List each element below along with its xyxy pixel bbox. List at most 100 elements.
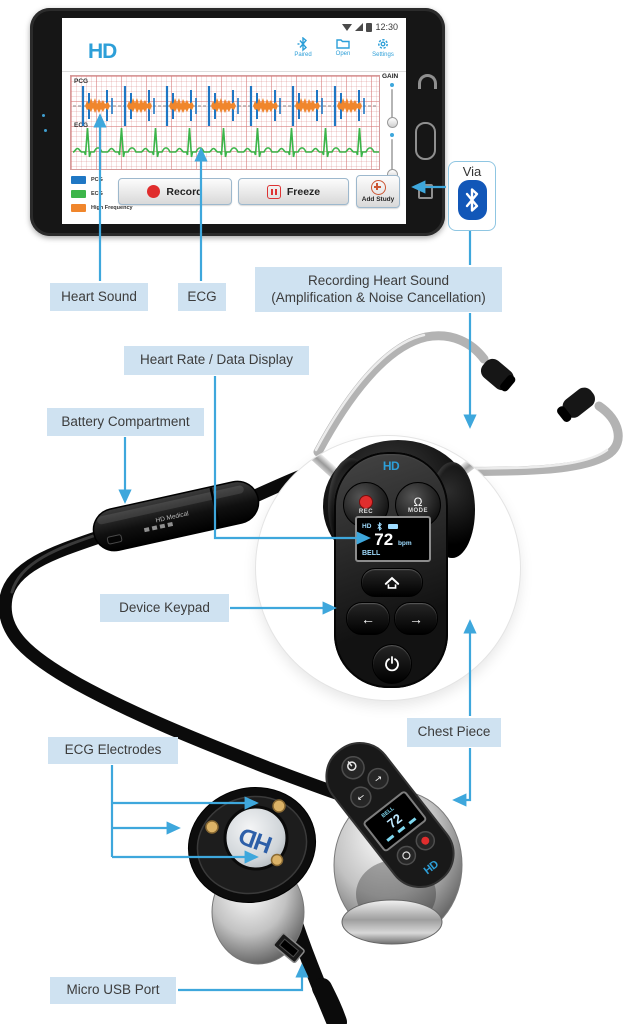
legend-item: High Frequency bbox=[71, 201, 133, 215]
app-toolbar: Paired Open Settings bbox=[286, 37, 400, 58]
high-frequency-swatch bbox=[71, 204, 86, 212]
right-arrow-key bbox=[367, 767, 389, 790]
power-key bbox=[372, 644, 412, 684]
callout-text: ECG Electrodes bbox=[64, 742, 162, 758]
home-key bbox=[361, 568, 423, 597]
divider bbox=[62, 71, 406, 72]
callout-ecg-electrodes: ECG Electrodes bbox=[48, 737, 178, 764]
side-display bbox=[363, 791, 427, 852]
add-study-label: Add Study bbox=[361, 196, 395, 203]
wifi-icon bbox=[342, 23, 353, 31]
bluetooth-icon bbox=[457, 180, 487, 220]
mode-button-label: MODE bbox=[408, 507, 428, 514]
battery-icon bbox=[366, 22, 373, 32]
settings-button[interactable]: Settings bbox=[366, 37, 400, 58]
recent-apps-icon bbox=[418, 184, 433, 199]
rec-dot-icon bbox=[359, 495, 373, 509]
legend-label: High Frequency bbox=[91, 205, 133, 211]
gain-plus-dot bbox=[390, 133, 394, 137]
home-button[interactable] bbox=[415, 122, 436, 160]
app-hd-logo: HD bbox=[88, 40, 117, 63]
gain-control: GAIN bbox=[382, 73, 404, 180]
callout-recording: Recording Heart Sound (Amplification & N… bbox=[255, 267, 502, 312]
home-icon bbox=[384, 576, 400, 589]
folder-open-icon bbox=[335, 39, 350, 49]
gain-slider-ecg[interactable] bbox=[387, 139, 398, 180]
callout-text: Heart Sound bbox=[61, 288, 137, 304]
callout-heart-sound: Heart Sound bbox=[50, 283, 148, 311]
keypad-hd-logo: HD bbox=[382, 459, 400, 473]
gain-slider-pcg[interactable] bbox=[387, 89, 398, 128]
battery-compartment: HD Medical bbox=[92, 480, 260, 552]
headphone-icon bbox=[418, 74, 437, 89]
legend-label: ECG bbox=[91, 191, 103, 197]
tube-highlight bbox=[10, 532, 101, 594]
settings-label: Settings bbox=[372, 52, 394, 58]
right-arrow-icon: → bbox=[409, 610, 423, 627]
right-arrow-key: → bbox=[394, 602, 438, 635]
gain-label: GAIN bbox=[382, 73, 399, 80]
slider-thumb[interactable] bbox=[387, 117, 398, 128]
via-bluetooth-box: Via bbox=[448, 161, 496, 231]
device-cable-end bbox=[312, 978, 347, 1024]
ear-tube-left bbox=[313, 331, 489, 457]
signal-icon bbox=[355, 23, 364, 31]
callout-text: Micro USB Port bbox=[66, 982, 160, 998]
record-label: Record bbox=[166, 185, 203, 198]
callout-battery: Battery Compartment bbox=[47, 408, 204, 436]
callout-micro-usb: Micro USB Port bbox=[50, 977, 176, 1004]
ecg-electrode-dot bbox=[270, 853, 284, 867]
earpiece-left bbox=[480, 358, 516, 392]
callout-text: (Amplification & Noise Cancellation) bbox=[271, 289, 486, 305]
left-arrow-key: ← bbox=[346, 602, 390, 635]
callout-text: Chest Piece bbox=[417, 724, 491, 740]
freeze-button[interactable]: Freeze bbox=[238, 178, 349, 205]
chest-piece-side-view: ← → BELL 72 HD bbox=[325, 741, 463, 945]
callout-text: ECG bbox=[187, 288, 217, 304]
pause-icon bbox=[266, 184, 281, 199]
open-label: Open bbox=[335, 51, 351, 57]
legend-label: PCG bbox=[91, 177, 103, 183]
pcg-label: PCG bbox=[74, 78, 89, 85]
callout-text: Heart Rate / Data Display bbox=[139, 352, 294, 368]
bpm-unit: bpm bbox=[397, 540, 412, 547]
battery-icon bbox=[388, 524, 399, 529]
oled-display: HD 72 bpm BELL bbox=[355, 516, 431, 562]
ecg-label: ECG bbox=[74, 122, 89, 129]
display-mode: BELL bbox=[362, 550, 381, 557]
record-button[interactable]: Record bbox=[118, 178, 232, 205]
chart-legend: PCG ECG High Frequency bbox=[71, 173, 133, 215]
tablet-screen: 12:30 HD Paired Open bbox=[62, 18, 406, 224]
add-study-button[interactable]: Add Study bbox=[356, 175, 400, 208]
open-button[interactable]: Open bbox=[326, 37, 360, 58]
callout-text: Device Keypad bbox=[119, 599, 210, 615]
callout-text: Battery Compartment bbox=[61, 413, 190, 429]
ecg-electrode-dot bbox=[205, 820, 219, 834]
callout-text: Recording Heart Sound bbox=[307, 272, 450, 288]
camera-dot bbox=[42, 114, 45, 117]
omega-icon: Ω bbox=[413, 494, 423, 509]
micro-usb-port bbox=[273, 932, 305, 964]
status-bar: 12:30 bbox=[342, 21, 398, 33]
display-hd-logo: HD bbox=[362, 523, 372, 530]
paired-button[interactable]: Paired bbox=[286, 37, 320, 58]
battery-latch bbox=[106, 534, 123, 545]
magnifier-lens: HD REC Ω MODE HD 72 bpm BELL bbox=[256, 436, 520, 700]
rec-dot bbox=[421, 836, 430, 845]
paired-label: Paired bbox=[294, 52, 312, 58]
ecg-swatch bbox=[71, 190, 86, 198]
earpiece-right bbox=[557, 387, 596, 422]
waveform-chart: PCG ECG bbox=[70, 75, 380, 170]
legend-item: ECG bbox=[71, 187, 133, 201]
left-arrow-icon: ← bbox=[361, 610, 375, 627]
power-key bbox=[341, 755, 365, 780]
record-dot-icon bbox=[147, 185, 161, 198]
device-keypad: HD REC Ω MODE HD 72 bpm BELL bbox=[334, 452, 448, 688]
clock: 12:30 bbox=[375, 22, 398, 32]
mode-key bbox=[396, 845, 417, 866]
legend-item: PCG bbox=[71, 173, 133, 187]
power-icon bbox=[385, 656, 399, 672]
callout-device-keypad: Device Keypad bbox=[100, 594, 229, 622]
callout-heart-rate: Heart Rate / Data Display bbox=[124, 346, 309, 375]
